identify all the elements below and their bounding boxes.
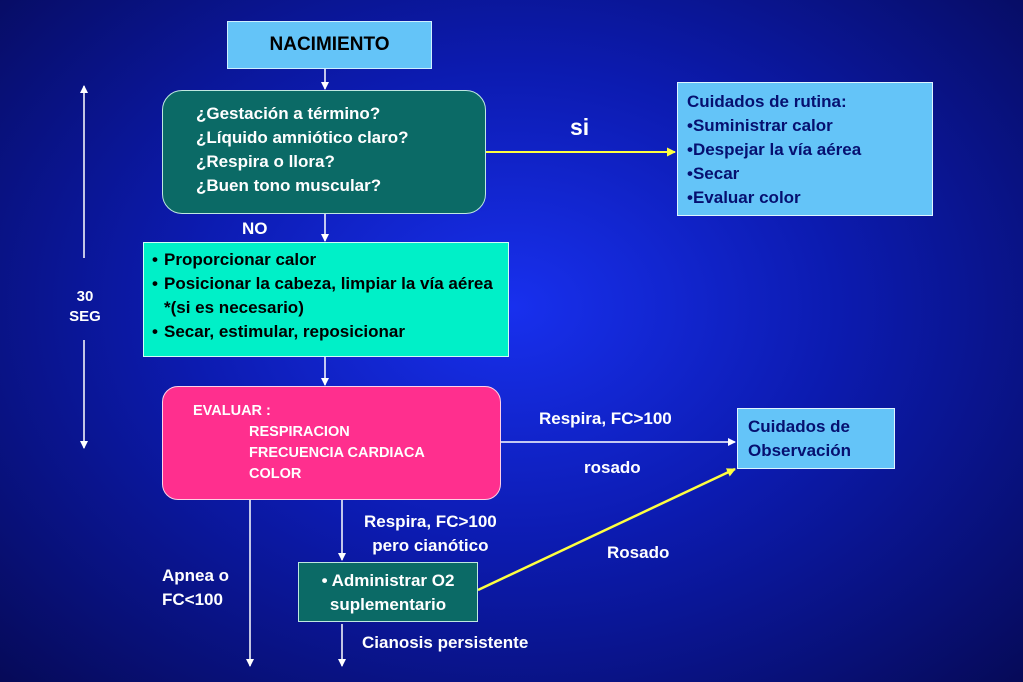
question-line: ¿Buen tono muscular? xyxy=(196,176,382,195)
edge-label-line: Apnea o xyxy=(162,566,230,585)
question-line: ¿Líquido amniótico claro? xyxy=(196,128,409,147)
edge-label-rosado-2: Rosado xyxy=(607,543,670,562)
edge-label-line: Respira, FC>100 xyxy=(364,512,497,531)
edge-label-si: si xyxy=(570,114,590,140)
edge-label-line: FC<100 xyxy=(162,590,223,609)
routine-care-title: Cuidados de rutina: xyxy=(687,92,847,111)
routine-care-item: •Despejar la vía aérea xyxy=(687,140,862,159)
evaluate-title: EVALUAR : xyxy=(193,403,271,419)
initial-step-item: • Proporcionar calor xyxy=(152,248,502,272)
question-line: ¿Gestación a término? xyxy=(196,104,381,123)
oxygen-line: suplementario xyxy=(329,595,447,614)
routine-care-item: •Secar xyxy=(687,164,740,183)
routine-care-box: Cuidados de rutina: •Suministrar calor •… xyxy=(677,82,933,216)
edge-label-respira-fc: Respira, FC>100 xyxy=(539,409,672,428)
bullet: • xyxy=(152,274,158,293)
edge-label-no: NO xyxy=(242,219,268,238)
evaluate-item: COLOR xyxy=(249,466,302,482)
edge-label-cianosis: Cianosis persistente xyxy=(362,633,529,652)
initial-step-text: Posicionar la cabeza, limpiar la vía aér… xyxy=(164,274,493,317)
edge-label-rosado: rosado xyxy=(584,458,641,477)
nacimiento-label: NACIMIENTO xyxy=(269,34,390,55)
question-line: ¿Respira o llora? xyxy=(196,152,335,171)
bullet: • xyxy=(152,250,158,269)
timer-label: 30 SEG xyxy=(64,287,106,327)
observation-care-line: Observación xyxy=(748,441,851,460)
initial-step-text: Secar, estimular, reposicionar xyxy=(164,322,405,341)
observation-care-line: Cuidados de xyxy=(748,417,851,436)
initial-step-text: Proporcionar calor xyxy=(164,250,317,269)
assessment-questions-box: ¿Gestación a término? ¿Líquido amniótico… xyxy=(162,90,486,214)
edge-label-line: pero cianótico xyxy=(372,536,489,555)
initial-step-item: • Posicionar la cabeza, limpiar la vía a… xyxy=(152,272,502,320)
edge-label-apnea: Apnea o FC<100 xyxy=(162,564,229,612)
arrow-rosado xyxy=(477,467,736,592)
bullet: • xyxy=(152,322,158,341)
edge-label-respira-cianotico: Respira, FC>100 pero cianótico xyxy=(364,510,497,558)
evaluate-item: RESPIRACION xyxy=(249,424,350,440)
oxygen-box: • Administrar O2 suplementario xyxy=(298,562,478,622)
nacimiento-box: NACIMIENTO xyxy=(227,21,432,69)
timer-line: 30 xyxy=(76,288,94,305)
initial-steps-box: • Proporcionar calor • Posicionar la cab… xyxy=(143,242,509,357)
observation-care-box: Cuidados de Observación xyxy=(737,408,895,469)
evaluate-item: FRECUENCIA CARDIACA xyxy=(249,445,425,461)
initial-step-item: • Secar, estimular, reposicionar xyxy=(152,320,502,344)
routine-care-item: •Evaluar color xyxy=(687,188,801,207)
oxygen-line: • Administrar O2 xyxy=(321,571,455,590)
routine-care-item: •Suministrar calor xyxy=(687,116,833,135)
timer-line: SEG xyxy=(69,308,101,325)
evaluate-box: EVALUAR : RESPIRACION FRECUENCIA CARDIAC… xyxy=(162,386,501,500)
